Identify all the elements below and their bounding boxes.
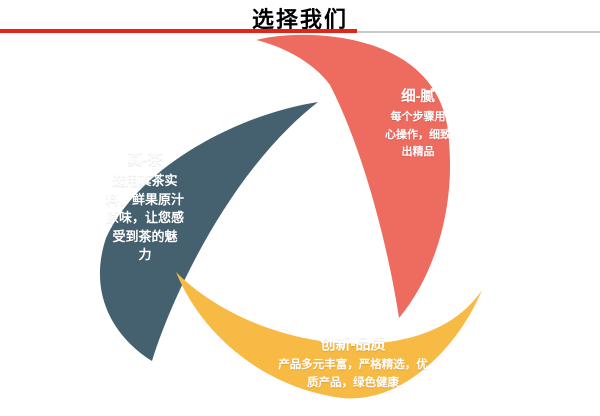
swoosh-innovation-quality xyxy=(176,272,482,399)
segment-text-line: 出精品 xyxy=(401,146,435,158)
segment-label-fine-delicate: 细-腻 每个步骤用 心操作，细致 出精品 xyxy=(350,88,486,162)
segment-text-line: 每个步骤用 xyxy=(390,111,446,123)
segment-text-line: 力 xyxy=(138,247,152,262)
segment-text-line: 质产品，绿色健康 xyxy=(307,376,399,389)
title-underline-gray xyxy=(357,31,600,33)
segment-label-real-tea: 真-茶 选用真茶实 料，鲜果原汁 原味，让您感 受到茶的魅 力 xyxy=(76,150,214,265)
segment-text-line: 受到茶的魅 xyxy=(112,228,178,244)
swoosh-real-tea xyxy=(99,102,319,361)
page-title: 选择我们 xyxy=(251,7,348,32)
segment-text-line: 料，鲜果原汁 xyxy=(105,191,184,207)
segment-label-innovation-quality: 创新-品质 产品多元丰富，严格精选，优 质产品，绿色健康 xyxy=(268,334,438,392)
swoosh-fine-delicate xyxy=(256,34,451,319)
segment-text-line: 选用真茶实 xyxy=(112,173,178,188)
title-underline-red xyxy=(0,29,357,33)
segment-text-line: 产品多元丰富，严格精选，优 xyxy=(278,359,428,371)
segment-heading: 创新-品质 xyxy=(320,336,386,353)
segment-heading: 真-茶 xyxy=(127,151,163,168)
segment-heading: 细-腻 xyxy=(401,89,435,105)
segment-text-line: 原味，让您感 xyxy=(105,210,184,225)
segment-text-line: 心操作，细致 xyxy=(385,128,451,141)
